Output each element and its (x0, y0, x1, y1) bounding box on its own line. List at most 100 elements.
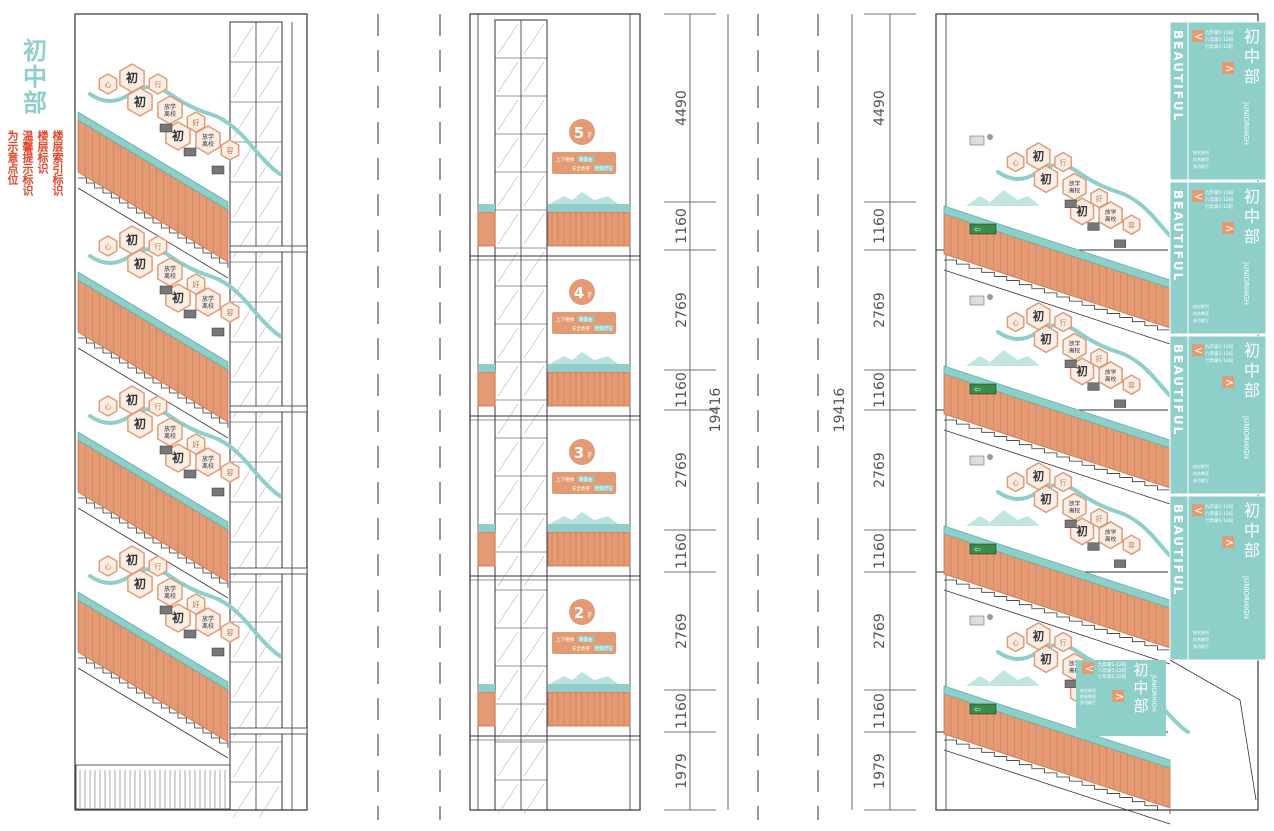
hex-big-label: 初 (172, 290, 184, 305)
hex-small-label: 心 (1012, 319, 1019, 327)
hex-big-label: 初 (126, 70, 138, 85)
teal-handrail-band (548, 204, 630, 212)
exit-sign (969, 543, 997, 555)
arrow-left-box (1082, 662, 1094, 674)
photo-thumb (1064, 359, 1077, 368)
hex-text-label: 离校 (1105, 535, 1117, 543)
stair-steps (78, 657, 229, 748)
teal-handrail-band (77, 431, 229, 531)
exit-arrow: ⇦ (974, 705, 981, 714)
glass-hatch (258, 65, 280, 99)
arrow-left-icon: < (1194, 30, 1203, 43)
left-elevation: 心初行初放学离校好初放学离校容心初行初放学离校好初放学离校容心初行初放学离校好初… (74, 13, 308, 819)
floor-number: 2 (574, 604, 584, 622)
photo-thumb (1087, 382, 1100, 391)
glass-hatch (497, 175, 519, 207)
camera-icon (969, 615, 985, 626)
stair-steps (78, 337, 229, 428)
highlight (594, 165, 612, 171)
photo-thumb (211, 327, 225, 337)
hex-panel (220, 461, 240, 483)
hex-small-label: 好 (193, 600, 200, 609)
glass-hatch (523, 517, 545, 549)
hex-big-label: 初 (126, 552, 138, 567)
stair-stringer (77, 667, 229, 759)
floor-sign-text: 上下楼梯 (556, 316, 574, 323)
teal-handrail-band (548, 524, 630, 532)
hex-small-label: 容 (1128, 541, 1135, 550)
panel-title: 中 (1244, 361, 1260, 380)
glass-hatch (232, 385, 254, 419)
floor-sign-text: 上下楼梯 (556, 476, 574, 483)
hex-panel (148, 73, 168, 95)
glass-hatch (232, 185, 254, 219)
glass-hatch (523, 213, 545, 245)
dimension-label: 1979 (674, 753, 690, 789)
hex-panel (1006, 311, 1025, 333)
floor-number-suffix: F (588, 611, 593, 620)
hex-panel (127, 249, 153, 279)
panel-bottom-line: 综合教室 (1193, 310, 1209, 316)
hex-panel (1033, 164, 1059, 194)
hex-text-label: 离校 (164, 432, 176, 440)
hex-panel (1090, 347, 1109, 369)
stair-stringer (77, 347, 229, 439)
glass-hatch (258, 465, 280, 499)
floor-slab (229, 567, 308, 575)
glass-hatch (258, 345, 280, 379)
arrow-right-box (1222, 222, 1234, 234)
floor-sign-text: 安全教育 (572, 165, 590, 172)
floor-sign-text: 安全教育 (572, 325, 590, 332)
banner-text: BEAUTIFUL (1171, 30, 1185, 122)
glass-hatch (232, 105, 254, 139)
hex-small-label: 容 (227, 308, 234, 317)
exit-sign (969, 383, 997, 395)
floor-sign-text: 请靠右 (579, 316, 593, 323)
glass-hatch (258, 145, 280, 179)
hex-text-label: 离校 (202, 140, 214, 148)
hex-small-label: 好 (1096, 354, 1103, 363)
hex-panel (98, 73, 118, 95)
dimension-label: 4490 (872, 90, 888, 126)
dimension-label: 1160 (872, 693, 888, 729)
hex-text-label: 放学 (164, 425, 176, 433)
banner-text: BEAUTIFUL (1171, 344, 1185, 436)
glass-hatch (523, 99, 545, 131)
floor-number: 3 (574, 444, 584, 462)
arrow-left-box (1192, 190, 1204, 202)
hex-panel (98, 555, 118, 577)
glass-hatch (232, 465, 254, 499)
hex-small-label: 容 (227, 146, 234, 155)
panel-title: 部 (1244, 381, 1260, 400)
panel-bottom-line: 多功能厅 (1193, 317, 1209, 323)
glass-hatch (523, 403, 545, 435)
hex-big-label: 初 (134, 416, 146, 431)
panel-line: 八年级1-12班 (1205, 196, 1234, 203)
hex-text-label: 放学 (202, 615, 214, 623)
panel-bottom-line: 多功能厅 (1080, 699, 1096, 705)
hex-panel (1098, 201, 1123, 230)
arrow-right-icon: > (1225, 536, 1234, 549)
hex-big-label: 初 (1076, 204, 1087, 218)
photo-thumb (1114, 559, 1127, 568)
glass-hatch (523, 745, 545, 777)
dimension-label: 1160 (674, 208, 690, 244)
glass-hatch (523, 593, 545, 625)
glass-hatch (497, 669, 519, 701)
hex-panel (1054, 471, 1073, 493)
highlight (578, 156, 594, 162)
hex-panel (127, 409, 153, 439)
orange-wainscot (477, 531, 496, 567)
orange-wainscot (547, 531, 631, 567)
arrow-left-box (1192, 344, 1204, 356)
glass-hatch (232, 225, 254, 259)
orange-wainscot (477, 691, 496, 727)
glass-hatch (258, 305, 280, 339)
panel-line: 八年级1-12班 (1205, 350, 1234, 357)
hex-panel (186, 111, 206, 133)
glass-hatch (258, 665, 280, 699)
panel-title: 初 (1244, 187, 1260, 206)
hex-text-label: 放学 (1069, 180, 1081, 188)
